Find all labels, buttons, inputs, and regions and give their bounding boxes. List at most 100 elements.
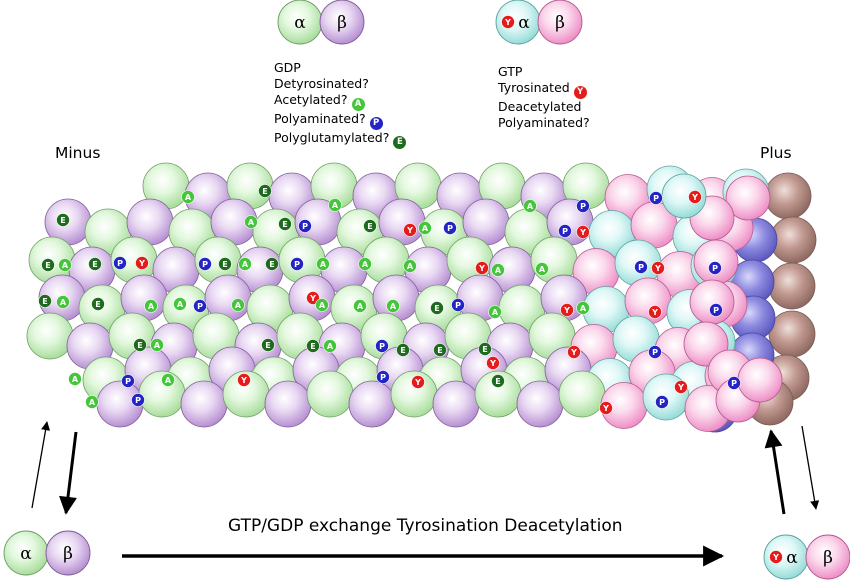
glutamyl-mark: E <box>133 338 147 352</box>
polyamine-mark: P <box>298 219 312 233</box>
svg-text:P: P <box>653 194 659 203</box>
svg-text:A: A <box>327 342 334 351</box>
svg-text:Y: Y <box>772 553 779 562</box>
acetyl-mark: A <box>173 297 187 311</box>
polyamine-mark: P <box>376 370 390 384</box>
alpha-tubulin-subunit <box>558 370 606 418</box>
svg-text:P: P <box>379 342 385 351</box>
acetyl-mark: A <box>316 257 330 271</box>
svg-text:P: P <box>638 263 644 272</box>
acetyl-mark: A <box>231 298 245 312</box>
svg-text:A: A <box>407 262 414 271</box>
svg-text:A: A <box>148 302 155 311</box>
glutamyl-mark: E <box>258 184 272 198</box>
svg-text:P: P <box>659 398 665 407</box>
svg-text:A: A <box>332 201 339 210</box>
acetyl-mark: A <box>144 299 158 313</box>
acetyl-mark-icon: A <box>351 98 365 111</box>
svg-text:A: A <box>362 260 369 269</box>
svg-text:P: P <box>117 259 123 268</box>
svg-text:P: P <box>652 348 658 357</box>
tyrosine-mark: Y <box>237 373 251 387</box>
glutamyl-mark: E <box>41 258 55 272</box>
svg-text:E: E <box>269 260 274 269</box>
tyrosine-mark: Y <box>576 225 590 239</box>
beta-tubulin <box>45 530 91 576</box>
svg-text:A: A <box>185 193 192 202</box>
acetyl-mark: A <box>85 395 99 409</box>
polyamine-mark: P <box>131 393 145 407</box>
svg-text:Y: Y <box>651 308 658 317</box>
legend-gdp: GDP Detyrosinated? Acetylated?A Polyamin… <box>274 60 407 149</box>
depolymerization-arrow-left <box>59 431 78 515</box>
svg-text:P: P <box>302 222 308 231</box>
glutamyl-mark: E <box>91 297 105 311</box>
acetyl-mark: A <box>353 299 367 313</box>
tyrosine-mark: Y <box>135 256 149 270</box>
svg-text:Y: Y <box>654 264 661 273</box>
beta-tubulin <box>805 534 850 580</box>
tyrosine-mark-icon: Y <box>573 86 587 99</box>
svg-text:Y: Y <box>406 226 413 235</box>
polymerization-arrow-left <box>31 421 51 509</box>
svg-text:E: E <box>482 345 487 354</box>
glutamyl-mark: E <box>56 213 70 227</box>
alpha-tubulin-subunit <box>26 312 74 360</box>
acetyl-mark: A <box>181 190 195 204</box>
glutamyl-mark: E <box>38 294 52 308</box>
svg-text:Y: Y <box>414 378 421 387</box>
lattice-subunit <box>768 310 816 358</box>
glutamyl-mark: E <box>278 217 292 231</box>
svg-text:P: P <box>580 202 586 211</box>
polyamine-mark: P <box>113 256 127 270</box>
glutamyl-mark-icon: E <box>393 136 407 149</box>
acetyl-mark: A <box>488 305 502 319</box>
beta-tubulin <box>319 0 365 45</box>
legend-gdp-line-1: GDP <box>274 60 301 75</box>
acetyl-mark: A <box>58 258 72 272</box>
svg-text:A: A <box>242 260 249 269</box>
svg-text:A: A <box>60 298 67 307</box>
beta-tubulin-subunit <box>264 380 312 428</box>
glutamyl-mark: E <box>88 257 102 271</box>
tyrosine-mark: Y <box>674 380 688 394</box>
svg-text:E: E <box>42 297 47 306</box>
lattice-subunit <box>764 172 812 220</box>
arrows <box>31 421 820 567</box>
svg-text:A: A <box>72 375 79 384</box>
acetyl-mark: A <box>238 257 252 271</box>
beta-label: β <box>337 13 347 33</box>
alpha-label: α <box>518 13 530 33</box>
svg-text:Y: Y <box>602 404 609 413</box>
beta-tubulin-subunit <box>432 380 480 428</box>
legend-gdp-line-3: Acetylated?A <box>274 92 406 111</box>
tyrosine-mark: Y <box>560 303 574 317</box>
tyrosine-mark: Y <box>688 190 702 204</box>
alpha-tubulin-subunit <box>306 370 354 418</box>
svg-text:A: A <box>580 304 587 313</box>
tyrosine-mark: Y <box>501 15 515 29</box>
polyamine-mark: P <box>290 257 304 271</box>
legend-gdp-line-5: Polyglutamylated?E <box>274 130 407 149</box>
polyamine-mark: P <box>193 299 207 313</box>
process-label: GTP/GDP exchange Tyrosination Deacetylat… <box>228 516 623 536</box>
glutamyl-mark: E <box>478 342 492 356</box>
acetyl-mark: A <box>315 298 329 312</box>
svg-text:P: P <box>713 306 719 315</box>
beta-tubulin-subunit <box>348 380 396 428</box>
acetyl-mark: A <box>576 301 590 315</box>
beta-tubulin-subunit <box>689 279 735 325</box>
legend-gdp-line-4: Polyaminated?P <box>274 111 406 130</box>
acetyl-mark: A <box>403 259 417 273</box>
legend-gdp-line-2: Detyrosinated? <box>274 76 369 91</box>
svg-text:A: A <box>539 265 546 274</box>
acetyl-mark: A <box>244 215 258 229</box>
polyamine-mark: P <box>198 257 212 271</box>
svg-text:Y: Y <box>240 376 247 385</box>
svg-text:Y: Y <box>570 348 577 357</box>
svg-text:P: P <box>202 260 208 269</box>
